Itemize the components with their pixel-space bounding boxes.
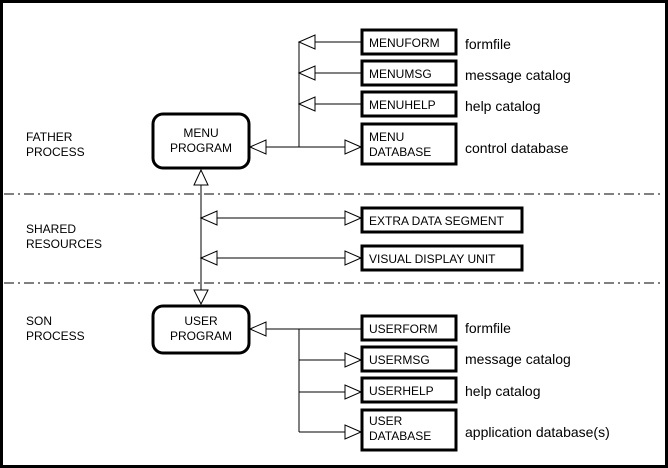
userform-label: USERFORM (369, 322, 438, 336)
arrowhead (297, 96, 316, 112)
menuhelp-desc: help catalog (465, 98, 541, 114)
arrowhead (199, 250, 218, 266)
extra-data-segment-label: EXTRA DATA SEGMENT (369, 214, 505, 228)
arrowhead (344, 139, 363, 155)
menuhelp-box (360, 90, 458, 118)
menu-database-box (360, 122, 458, 166)
arrowhead (344, 424, 363, 440)
usermsg-label: USERMSG (369, 353, 430, 367)
visual-display-unit-box (360, 244, 524, 272)
user-database-box (360, 408, 458, 452)
menuform-label: MENUFORM (369, 36, 440, 50)
program-link (193, 168, 209, 306)
userhelp-label: USERHELP (369, 384, 434, 398)
visual-display-unit-label: VISUAL DISPLAY UNIT (369, 252, 496, 266)
menu-database-desc: control database (465, 140, 569, 156)
user-connectors (248, 321, 363, 440)
arrowhead (344, 210, 363, 226)
menumsg-label: MENUMSG (369, 67, 432, 81)
arrowhead (297, 34, 316, 50)
arrowhead (199, 210, 218, 226)
menumsg-box (360, 59, 458, 87)
arrowhead (248, 139, 267, 155)
usermsg-desc: message catalog (465, 351, 571, 367)
menu-program-box (151, 112, 251, 170)
menuhelp-label: MENUHELP (369, 98, 436, 112)
menu-file-boxes (360, 28, 458, 166)
arrowhead (297, 65, 316, 81)
userform-desc: formfile (465, 320, 511, 336)
arrowhead (248, 321, 267, 337)
menumsg-desc: message catalog (465, 67, 571, 83)
menuform-desc: formfile (465, 36, 511, 52)
menu-connectors (248, 34, 363, 155)
user-file-boxes (360, 314, 458, 452)
userhelp-box (360, 376, 458, 404)
shared-connectors (199, 210, 363, 266)
usermsg-box (360, 345, 458, 373)
userform-box (360, 314, 458, 342)
user-database-desc: application database(s) (465, 424, 610, 440)
arrowhead (193, 289, 209, 306)
arrowhead (344, 384, 363, 400)
extra-data-segment-box (360, 206, 524, 234)
userhelp-desc: help catalog (465, 383, 541, 399)
user-program-box (151, 304, 251, 355)
arrowhead (193, 168, 209, 186)
menuform-box (360, 28, 458, 56)
shared-boxes (360, 206, 524, 272)
arrowhead (344, 250, 363, 266)
arrowhead (344, 352, 363, 368)
